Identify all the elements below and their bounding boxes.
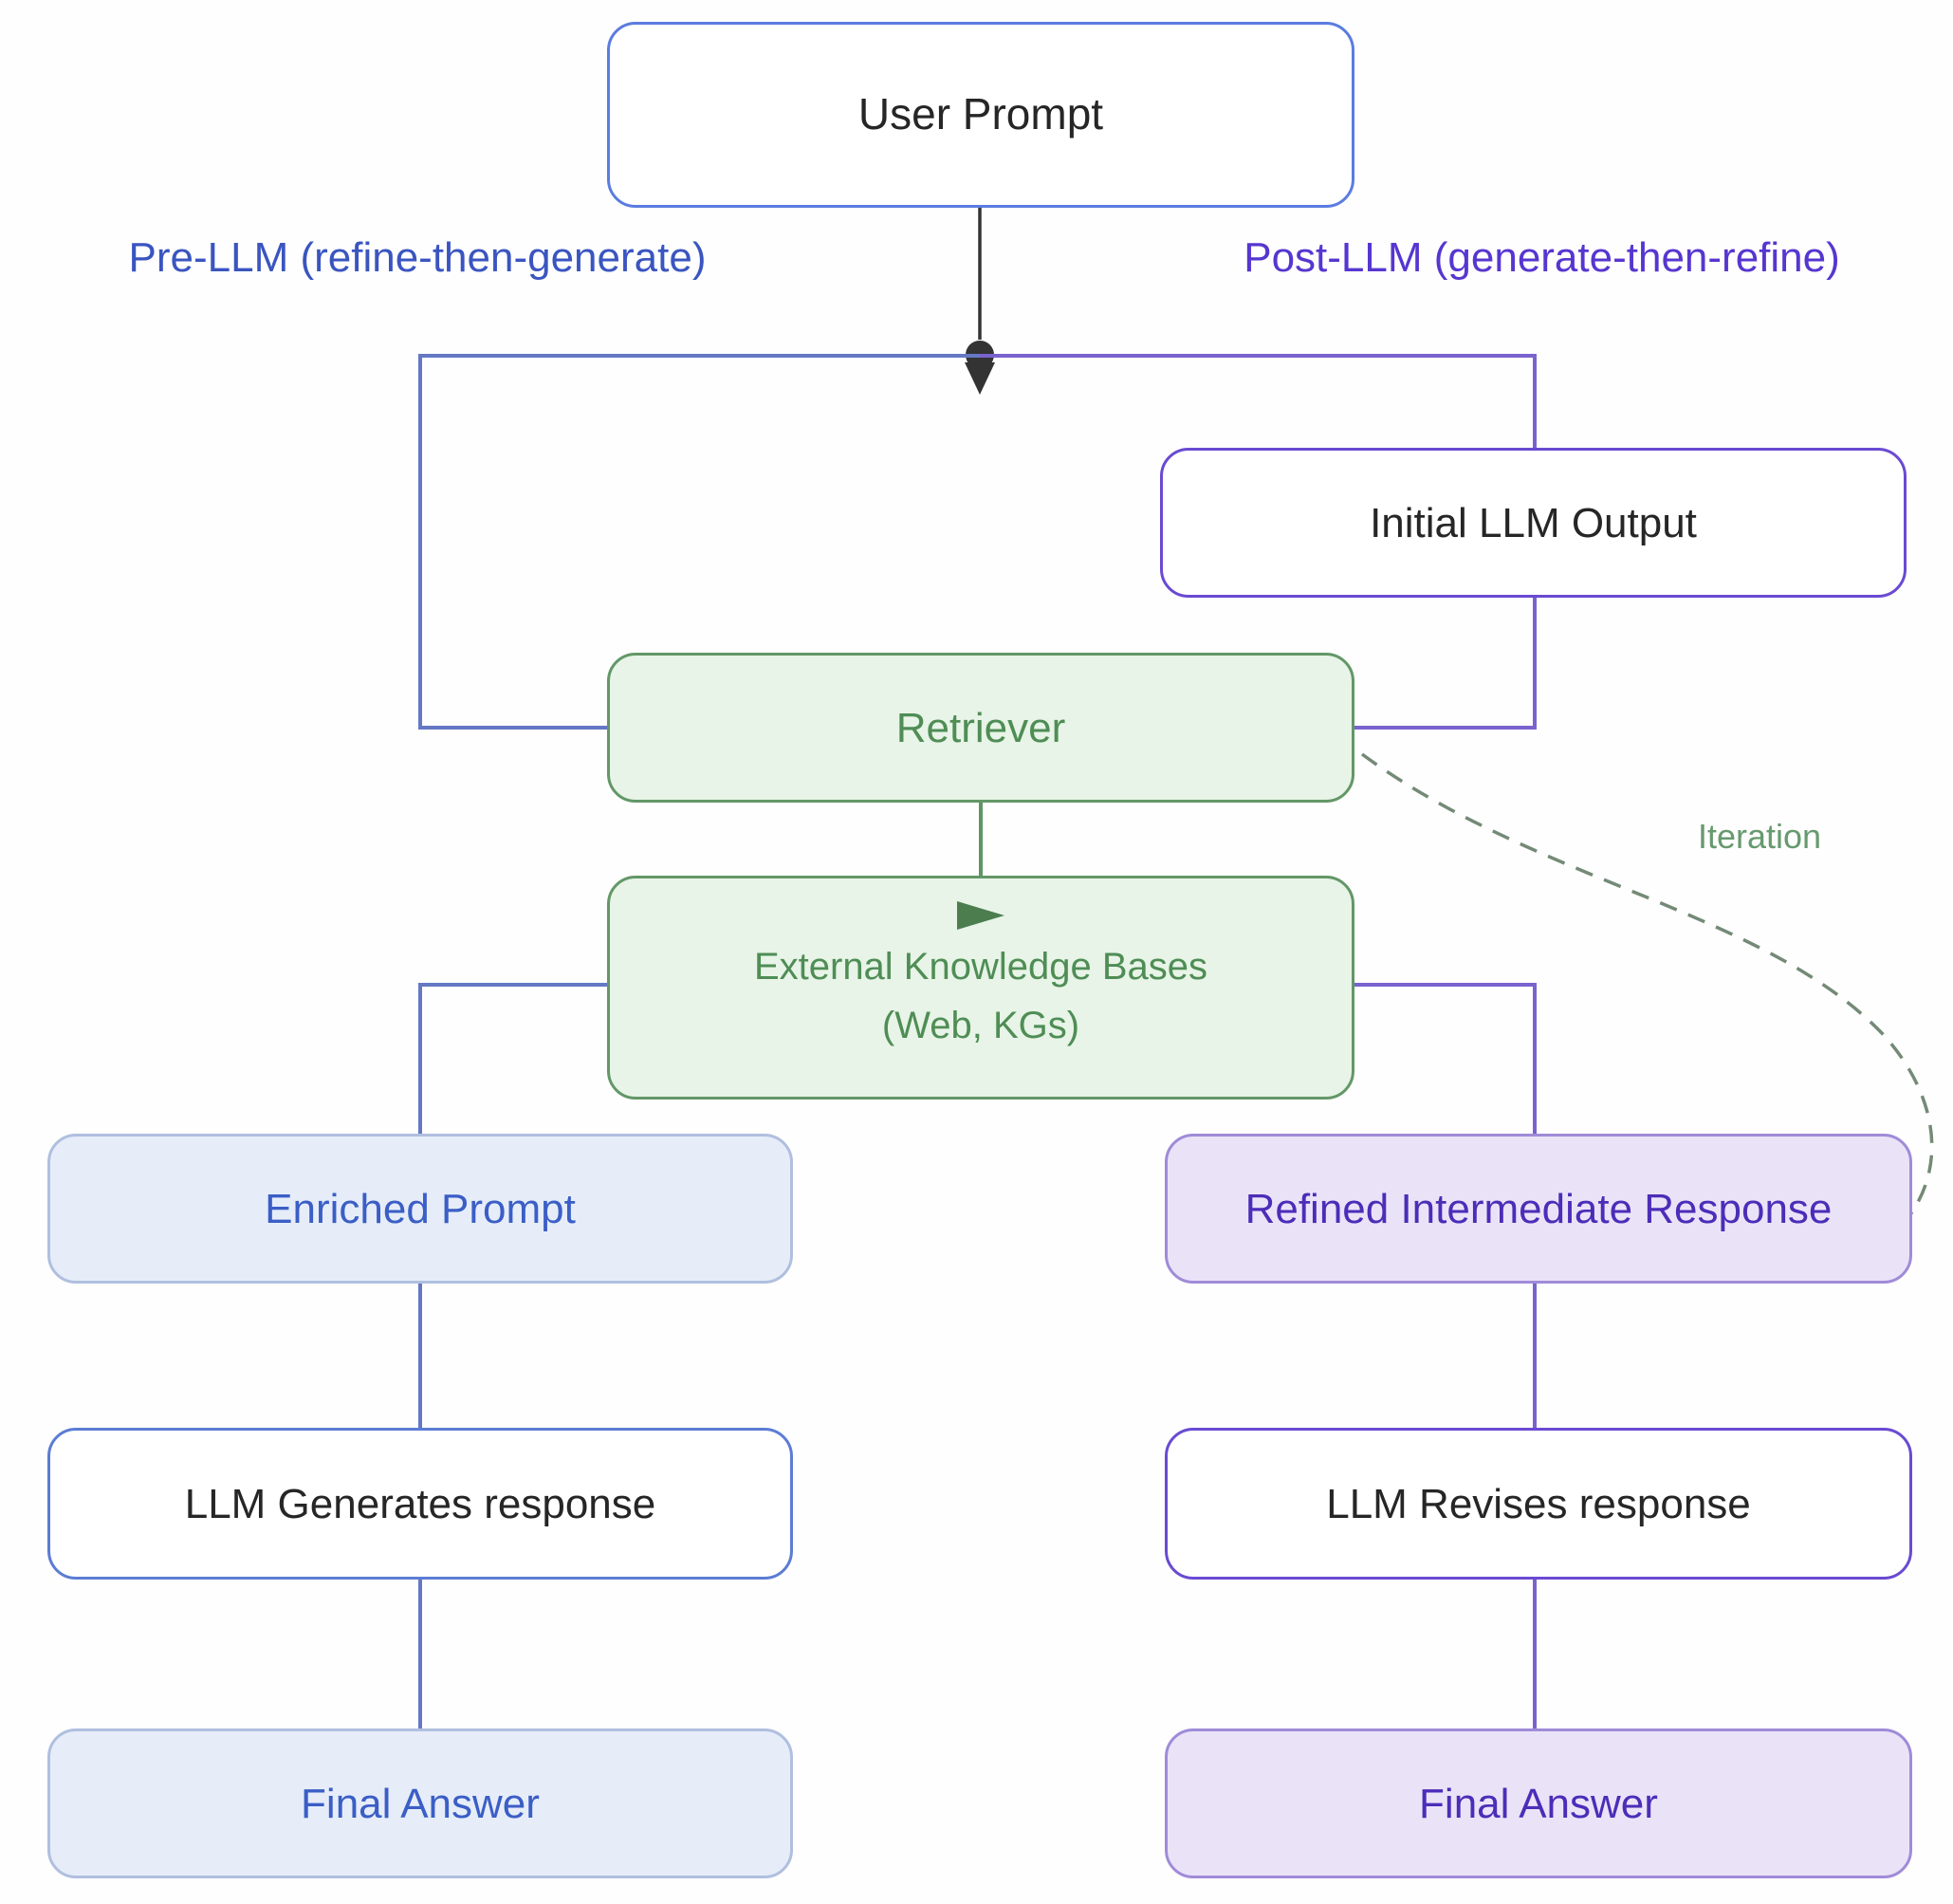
connector-initial-output-to-retriever (1354, 597, 1537, 730)
node-user-prompt-label: User Prompt (857, 89, 1104, 139)
node-enriched-prompt: Enriched Prompt (47, 1134, 793, 1284)
external-kb-title: External Knowledge Bases (753, 946, 1208, 988)
node-refined-intermediate-response: Refined Intermediate Response (1165, 1134, 1912, 1284)
connector-blue-branch-to-retriever (418, 354, 980, 730)
node-initial-llm-output: Initial LLM Output (1160, 448, 1907, 598)
node-retriever-label: Retriever (895, 704, 1066, 751)
node-llm-revises-response-label: LLM Revises response (1326, 1480, 1751, 1527)
node-external-knowledge-bases: External Knowledge Bases (Web, KGs) (607, 876, 1354, 1100)
node-final-answer-left: Final Answer (47, 1728, 793, 1878)
node-user-prompt: User Prompt (607, 22, 1354, 208)
label-post-llm: Post-LLM (generate-then-refine) (1244, 234, 1840, 281)
external-kb-subtitle: (Web, KGs) (881, 1005, 1080, 1046)
node-final-answer-right: Final Answer (1165, 1728, 1912, 1878)
junction-arrowhead-icon (965, 362, 995, 395)
node-final-answer-right-label: Final Answer (1419, 1780, 1658, 1827)
arrow-right-icon (957, 901, 1004, 930)
connector-purple-branch-to-initial-output (980, 354, 1537, 448)
node-llm-generates-response-label: LLM Generates response (184, 1480, 656, 1527)
label-iteration: Iteration (1697, 817, 1822, 856)
node-refined-intermediate-response-label: Refined Intermediate Response (1244, 1185, 1833, 1232)
node-initial-llm-output-label: Initial LLM Output (1370, 499, 1697, 546)
connector-kb-to-enriched-prompt (418, 983, 607, 1134)
external-kb-content: External Knowledge Bases (Web, KGs) (610, 878, 1352, 1097)
node-final-answer-left-label: Final Answer (301, 1780, 540, 1827)
label-pre-llm: Pre-LLM (refine-then-generate) (128, 234, 707, 281)
connector-kb-to-refined-response (1354, 983, 1537, 1134)
node-llm-revises-response: LLM Revises response (1165, 1428, 1912, 1580)
node-llm-generates-response: LLM Generates response (47, 1428, 793, 1580)
node-enriched-prompt-label: Enriched Prompt (265, 1185, 576, 1232)
node-retriever: Retriever (607, 653, 1354, 803)
iteration-dashed-curve (1360, 752, 1934, 1228)
